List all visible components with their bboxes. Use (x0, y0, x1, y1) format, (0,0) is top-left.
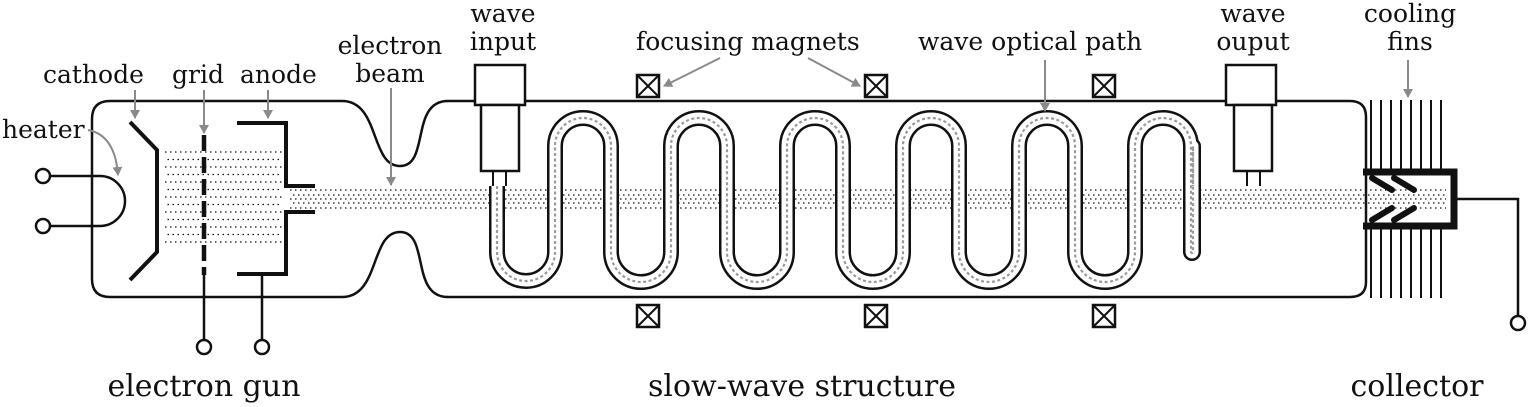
magnet-icon (863, 73, 889, 99)
label-arrows (87, 57, 1413, 186)
cooling-fins-label-1: cooling (1364, 0, 1456, 28)
magnet-icon (1091, 303, 1117, 329)
wave-optical-path-label: wave optical path (918, 27, 1142, 56)
grid-electrode (195, 135, 213, 356)
tube-envelope (90, 99, 1368, 299)
focusing-magnets-label: focusing magnets (636, 27, 860, 56)
focusing-magnets (635, 73, 1117, 329)
meander-line (489, 110, 1201, 290)
magnet-icon (635, 73, 661, 99)
electron-gun-title: electron gun (107, 369, 300, 404)
magnet-icon (635, 303, 661, 329)
wave-input-coupler (473, 63, 527, 186)
cathode (128, 120, 159, 282)
collector (1363, 168, 1527, 332)
slow-wave-structure-title: slow-wave structure (648, 369, 956, 404)
cooling-fins (1370, 100, 1442, 298)
grid-label: grid (172, 60, 224, 89)
wave-optical-path-line (495, 116, 1195, 284)
electron-beam (290, 189, 1446, 209)
magnet-icon (1091, 73, 1117, 99)
electron-cloud (165, 151, 282, 243)
heater (34, 167, 127, 235)
electron-beam-label-1: electron (338, 31, 443, 60)
wave-input-label-2: input (470, 27, 536, 56)
electron-beam-label-2: beam (355, 59, 425, 88)
collector-title: collector (1350, 369, 1484, 404)
wave-output-label-1: wave (1220, 0, 1285, 28)
heater-label: heater (2, 115, 85, 144)
cathode-label: cathode (43, 60, 144, 89)
wave-output-label-2: ouput (1216, 27, 1289, 56)
anode (237, 121, 315, 356)
wave-output-coupler (1224, 63, 1278, 186)
cooling-fins-label-2: fins (1387, 27, 1433, 56)
meander-inner (491, 112, 1199, 288)
wave-input-label-1: wave (470, 0, 535, 28)
anode-label: anode (240, 60, 317, 89)
magnet-icon (863, 303, 889, 329)
